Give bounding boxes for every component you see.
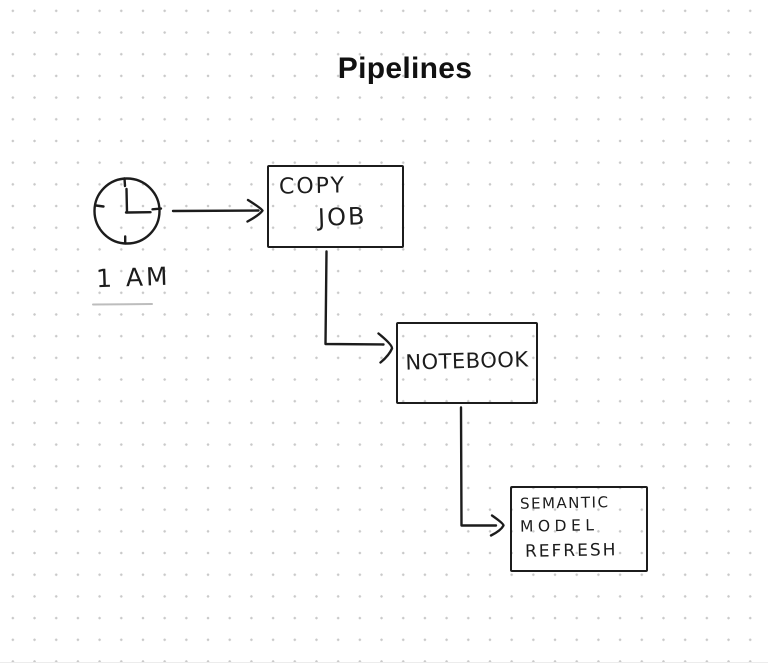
node-label-line: NOTEBOOK: [398, 347, 537, 375]
node-label-line: COPY: [279, 173, 346, 199]
clock-face: [95, 179, 160, 244]
page-title[interactable]: Pipelines: [0, 52, 768, 86]
clock-tick-12: [125, 179, 126, 187]
arrow-notebook-to-semantic-model-refresh[interactable]: [461, 408, 504, 536]
node-copy-job[interactable]: COPY JOB: [267, 165, 404, 248]
schedule-label-underline: [93, 304, 152, 305]
arrow-clock-to-copy-job[interactable]: [173, 200, 263, 222]
arrow-shaft: [461, 408, 496, 526]
node-semantic-model-refresh[interactable]: SEMANTIC MODEL REFRESH: [510, 486, 648, 572]
node-label-line: REFRESH: [525, 540, 618, 562]
clock-hand-minute: [127, 189, 128, 213]
node-label-line: SEMANTIC: [520, 493, 610, 513]
arrow-head: [379, 334, 393, 363]
clock-tick-9: [96, 206, 104, 207]
arrow-head: [491, 516, 504, 536]
node-label-line: JOB: [318, 202, 367, 232]
arrow-head: [248, 200, 263, 222]
node-notebook[interactable]: NOTEBOOK: [396, 322, 538, 404]
clock-tick-3: [153, 209, 162, 210]
clock-icon[interactable]: [95, 179, 162, 244]
node-label-line: MODEL: [520, 516, 599, 535]
arrow-shaft: [173, 211, 259, 212]
arrow-copy-job-to-notebook[interactable]: [326, 252, 393, 363]
schedule-time-label[interactable]: 1 AM: [96, 262, 171, 294]
arrow-shaft: [326, 252, 384, 345]
